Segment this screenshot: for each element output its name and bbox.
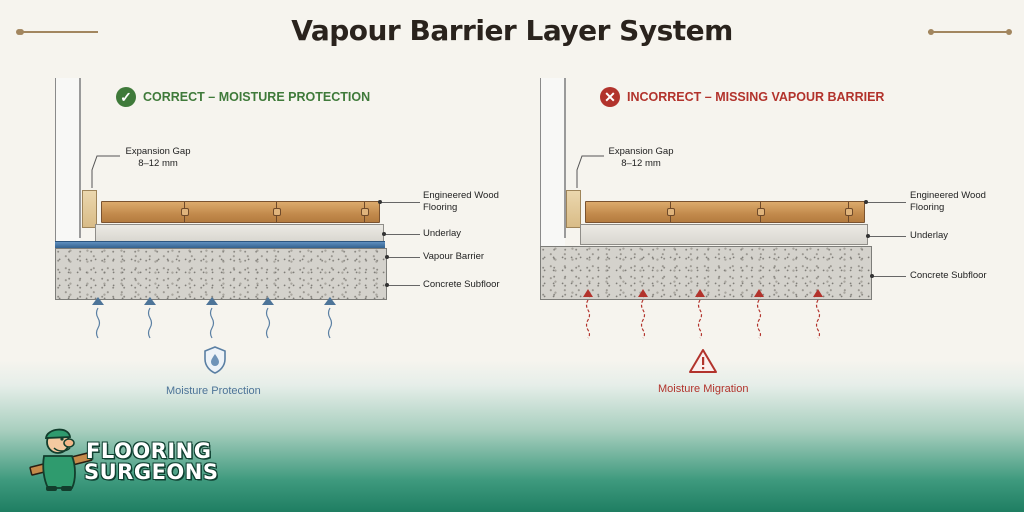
expansion-gap-size: 8–12 mm	[138, 158, 178, 169]
board-tongue	[273, 208, 281, 216]
underlay-layer	[580, 224, 868, 245]
correct-heading-text: CORRECT – MOISTURE PROTECTION	[143, 90, 371, 104]
incorrect-heading: ✕ INCORRECT – MISSING VAPOUR BARRIER	[600, 87, 884, 107]
board-tongue	[181, 208, 189, 216]
incorrect-heading-text: INCORRECT – MISSING VAPOUR BARRIER	[627, 90, 885, 104]
underlay-leader	[382, 232, 420, 236]
moisture-arrows-migrating	[583, 289, 823, 339]
page-title: Vapour Barrier Layer System	[291, 14, 733, 47]
board-tongue	[757, 208, 765, 216]
subfloor-label: Concrete Subfloor	[423, 279, 500, 290]
concrete-subfloor	[540, 246, 872, 300]
expansion-spacer	[566, 190, 581, 228]
expansion-gap-text: Expansion Gap	[125, 146, 191, 157]
underlay-leader	[866, 234, 906, 238]
shield-water-drop-icon	[204, 346, 226, 374]
engineered-wood-flooring	[585, 201, 865, 223]
flooring-leader	[378, 200, 420, 204]
expansion-gap-leader	[91, 155, 120, 188]
correct-heading: ✓ CORRECT – MOISTURE PROTECTION	[116, 87, 370, 107]
board-tongue	[845, 208, 853, 216]
moisture-arrow	[95, 307, 333, 339]
flooring-leader	[864, 200, 906, 204]
expansion-gap-leader	[576, 155, 604, 188]
moisture-arrow-heads	[583, 289, 823, 297]
logo-text-line1: FLOORING	[86, 439, 212, 463]
baseboard	[564, 78, 566, 238]
flooring-label: Engineered Wood Flooring	[910, 190, 986, 213]
moisture-arrows-blocked	[92, 297, 336, 339]
moisture-arrow-heads	[92, 297, 336, 305]
baseboard	[79, 78, 81, 238]
moisture-protection-caption: Moisture Protection	[166, 385, 261, 397]
x-circle-icon: ✕	[600, 87, 620, 107]
moisture-arrow	[585, 299, 821, 339]
vapour-barrier-label: Vapour Barrier	[423, 251, 485, 262]
surgeon-mascot-icon	[29, 428, 93, 491]
underlay-label: Underlay	[910, 230, 949, 241]
flooring-label: Engineered Wood Flooring	[423, 190, 499, 213]
expansion-gap-label: Expansion Gap 8–12 mm	[118, 146, 198, 170]
title-rule-right	[928, 29, 1012, 35]
subfloor-leader	[870, 274, 906, 278]
board-tongue	[361, 208, 369, 216]
logo-text-line2: SURGEONS	[84, 460, 219, 484]
vapour-barrier-leader	[385, 255, 420, 259]
expansion-gap-size: 8–12 mm	[621, 158, 661, 169]
vapour-barrier-layer	[55, 241, 385, 248]
warning-triangle-icon	[689, 349, 717, 373]
check-circle-icon: ✓	[116, 87, 136, 107]
engineered-wood-flooring	[101, 201, 380, 223]
moisture-migration-caption: Moisture Migration	[658, 383, 749, 395]
underlay-label: Underlay	[423, 228, 462, 239]
subfloor-label: Concrete Subfloor	[910, 270, 987, 281]
underlay-layer	[95, 224, 384, 242]
title-rule-left	[16, 29, 98, 35]
board-tongue	[667, 208, 675, 216]
subfloor-leader	[385, 283, 420, 287]
expansion-gap-label: Expansion Gap 8–12 mm	[601, 146, 681, 170]
expansion-gap-text: Expansion Gap	[608, 146, 674, 157]
expansion-spacer	[82, 190, 97, 228]
concrete-subfloor	[55, 248, 387, 300]
